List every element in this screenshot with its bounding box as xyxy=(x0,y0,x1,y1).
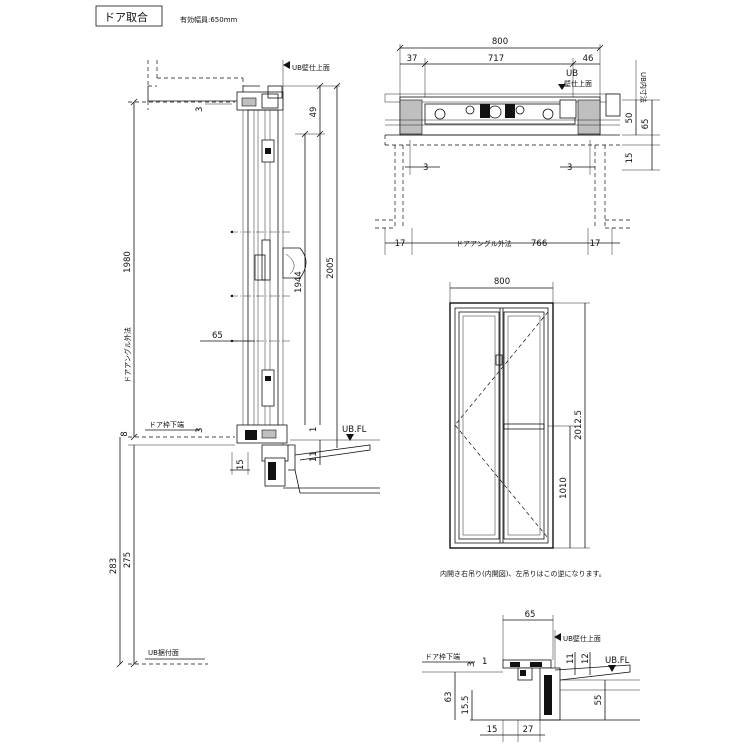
dim-65: 65 xyxy=(212,331,223,341)
elev-note: 内開き右吊り(内開図)、左吊りはこの逆になります。 xyxy=(440,569,606,578)
dim-1: 1 xyxy=(309,427,319,432)
detail-label-frame-bottom: ドア枠下端 xyxy=(425,652,460,661)
plan-dim-800: 800 xyxy=(492,37,508,47)
detail-dim-65: 65 xyxy=(525,610,536,620)
plan-dim-65: 65 xyxy=(641,119,651,130)
elev-dim-1010: 1010 xyxy=(559,477,569,499)
section-view: 1980 ドアアングル外法 283 275 8 UB据付面 xyxy=(109,60,380,668)
elev-dim-2012-5: 2012.5 xyxy=(574,410,584,440)
dim-49: 49 xyxy=(309,107,319,118)
dim-1944: 1944 xyxy=(294,271,304,293)
plan-dim-3-right: 3 xyxy=(567,163,572,173)
label-ub-wall-top: UB壁仕上面 xyxy=(292,63,330,72)
plan-dim-766: 766 xyxy=(531,239,547,249)
dim-2005: 2005 xyxy=(326,257,336,279)
detail-dim-63: 63 xyxy=(444,692,454,703)
plan-label-ub: UB xyxy=(566,69,578,79)
plan-dim-17-right: 17 xyxy=(590,239,601,249)
detail-view: 65 UB壁仕上面 ドア枠下端 3 1 11 12 UB.FL 63 xyxy=(422,610,640,742)
detail-dim-15: 15 xyxy=(487,725,498,735)
plan-dim-3-left: 3 xyxy=(423,163,428,173)
title: ドア取合 xyxy=(104,10,148,24)
plan-label-angle: ドアアングル外法 xyxy=(456,239,512,248)
label-ub-floor: UB据付面 xyxy=(148,648,179,657)
detail-dim-15-5: 15.5 xyxy=(461,696,471,715)
plan-view: 800 37 717 46 UB 壁仕上面 UB内寸法 xyxy=(375,37,660,255)
plan-dim-37: 37 xyxy=(407,54,418,64)
detail-dim-27: 27 xyxy=(523,725,534,735)
effective-width: 有効幅員:650mm xyxy=(180,15,238,24)
plan-dim-46: 46 xyxy=(583,54,594,64)
dim-11: 11 xyxy=(309,451,319,462)
detail-dim-1: 1 xyxy=(482,657,487,667)
detail-dim-12: 12 xyxy=(581,653,591,664)
detail-dim-3: 3 xyxy=(467,662,477,667)
detail-label-ub-wall-top: UB壁仕上面 xyxy=(563,634,601,643)
detail-label-ubfl: UB.FL xyxy=(605,656,630,666)
dim-3-bottom: 3 xyxy=(195,428,205,433)
label-door-angle: ドアアングル外法 xyxy=(123,327,132,383)
dim-8: 8 xyxy=(120,431,130,436)
dim-283: 283 xyxy=(109,558,119,574)
dim-275: 275 xyxy=(123,552,133,568)
plan-dim-50: 50 xyxy=(625,113,635,124)
plan-dim-717: 717 xyxy=(488,54,504,64)
detail-dim-55: 55 xyxy=(594,695,604,706)
label-ubfl: UB.FL xyxy=(342,425,367,435)
plan-dim-15: 15 xyxy=(625,153,635,164)
label-frame-bottom: ドア枠下端 xyxy=(149,420,184,429)
plan-label-wall-top: 壁仕上面 xyxy=(564,79,592,88)
title-box xyxy=(95,5,163,27)
elev-dim-800: 800 xyxy=(494,277,510,287)
detail-dim-11: 11 xyxy=(566,653,576,664)
plan-dim-17-left: 17 xyxy=(395,239,406,249)
plan-label-ub-inner: UB内寸法 xyxy=(639,72,648,103)
dim-15: 15 xyxy=(236,459,246,470)
elevation-view: 800 2012.5 1010 内開き右吊り(内開図)、左吊りはこの逆になります… xyxy=(440,277,606,578)
dim-1980: 1980 xyxy=(123,251,133,273)
dim-3-top: 3 xyxy=(195,107,205,112)
